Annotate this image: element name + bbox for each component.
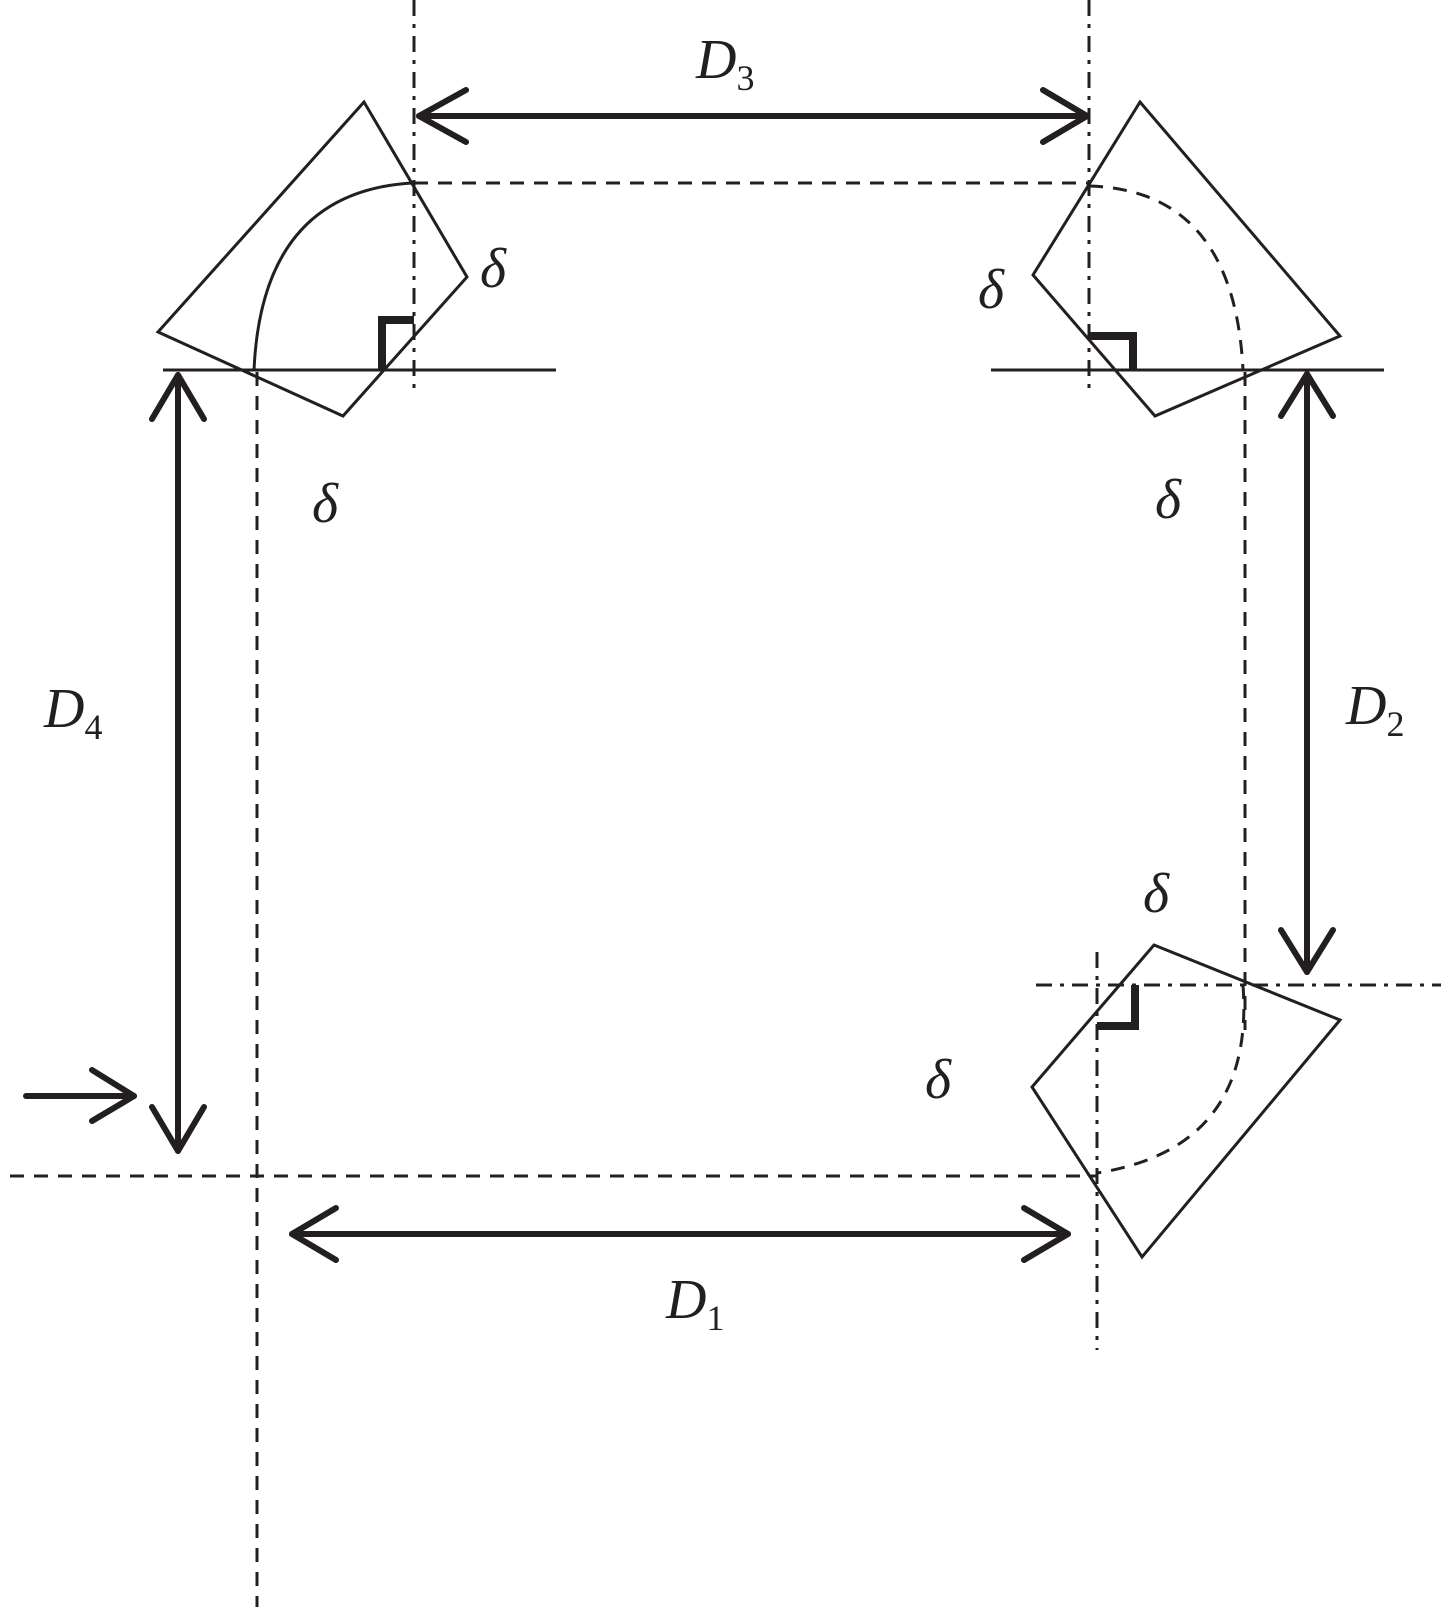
d1-arrow-head-right bbox=[1021, 1205, 1071, 1263]
label-delta-top-left-below: δ bbox=[312, 473, 339, 535]
label-d4: D4 bbox=[43, 678, 102, 747]
label-d2: D2 bbox=[1345, 675, 1404, 744]
d1-arrow-head-left bbox=[289, 1205, 339, 1263]
prism-top-left-outline bbox=[155, 99, 469, 418]
label-delta-lower-right-left: δ bbox=[925, 1049, 952, 1111]
reference-lines bbox=[10, 0, 1441, 1607]
label-d3: D3 bbox=[695, 29, 754, 98]
d4-arrow-head-top bbox=[149, 372, 207, 422]
incident-beam-arrow-head bbox=[89, 1067, 137, 1124]
dimension-arrow-d4 bbox=[149, 372, 207, 1154]
dimension-arrow-d2 bbox=[1278, 371, 1336, 975]
dimension-arrow-d1 bbox=[289, 1205, 1071, 1263]
prism-lower-right bbox=[1030, 943, 1343, 1260]
d3-arrow-head-left bbox=[416, 87, 469, 145]
right-angle-marker-lower-right bbox=[1097, 985, 1139, 1030]
label-delta-top-right-below: δ bbox=[1155, 469, 1182, 531]
label-delta-top-right-prism: δ bbox=[978, 259, 1005, 321]
prism-top-left-arc bbox=[252, 181, 413, 371]
label-delta-top-left-prism: δ bbox=[480, 238, 507, 300]
prism-top-right bbox=[1031, 99, 1343, 418]
d4-arrow-head-bottom bbox=[149, 1104, 207, 1154]
label-delta-lower-right-top: δ bbox=[1143, 863, 1170, 925]
prism-lower-right-arc bbox=[1096, 984, 1246, 1175]
prism-lower-right-outline bbox=[1030, 943, 1343, 1260]
d2-arrow-head-bottom bbox=[1278, 927, 1336, 975]
label-d1: D1 bbox=[665, 1269, 724, 1338]
d3-arrow-head-right bbox=[1040, 87, 1090, 145]
dimension-arrow-d3 bbox=[416, 87, 1090, 145]
right-angle-marker-top-left bbox=[378, 316, 414, 370]
right-angle-marker-top-right bbox=[1089, 332, 1137, 370]
prism-top-right-outline bbox=[1031, 99, 1343, 418]
d2-arrow-head-top bbox=[1278, 371, 1336, 419]
incident-beam-arrow bbox=[23, 1067, 137, 1124]
prism-top-right-arc bbox=[1088, 184, 1245, 371]
prism-top-left bbox=[155, 99, 469, 418]
